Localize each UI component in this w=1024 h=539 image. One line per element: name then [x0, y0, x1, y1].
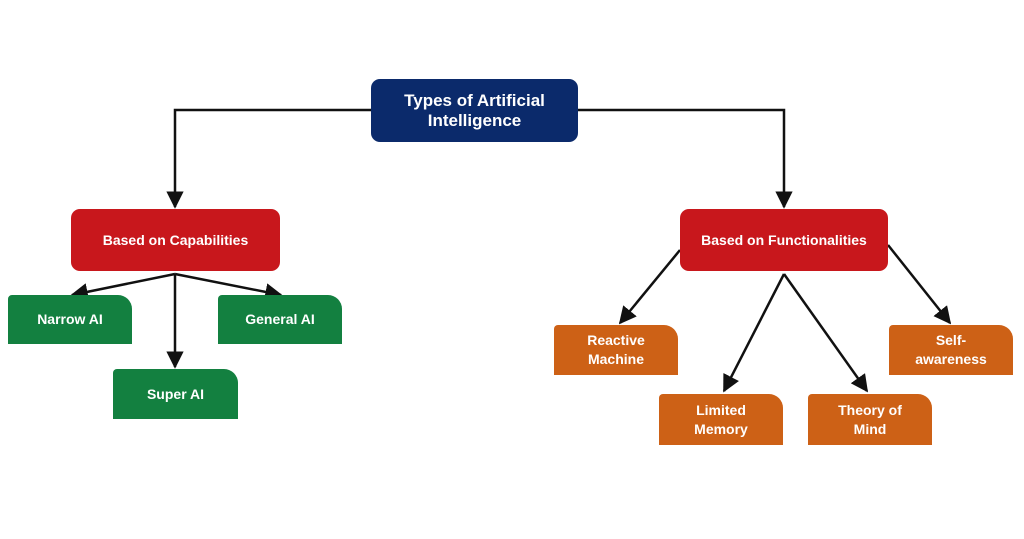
- theory-of-mind-node: Theory of Mind: [808, 394, 932, 445]
- reactive-machine-line1: Reactive: [587, 332, 645, 348]
- self-awareness-line1: Self-: [935, 332, 967, 348]
- general-ai-label: General AI: [245, 311, 315, 327]
- narrow-ai-label: Narrow AI: [37, 311, 103, 327]
- theory-of-mind-line1: Theory of: [838, 401, 902, 418]
- connector-functionalities-to-reactive-machine: [618, 249, 681, 325]
- connector-functionalities-to-theory-of-mind: [782, 273, 869, 393]
- self-awareness-node: Self- awareness: [889, 325, 1013, 375]
- connector-functionalities-to-limited-memory: [722, 273, 786, 393]
- connector-capabilities-to-general-ai: [174, 272, 283, 301]
- limited-memory-line2: Memory: [694, 420, 748, 437]
- capabilities-label: Based on Capabilities: [102, 232, 249, 248]
- functionalities-label: Based on Functionalities: [701, 232, 867, 248]
- connector-functionalities-to-self-awareness: [887, 244, 952, 325]
- self-awareness-line2: awareness: [915, 351, 987, 367]
- root-label-line2: Intelligence: [427, 110, 522, 130]
- super-ai-node: Super AI: [113, 369, 238, 419]
- narrow-ai-node: Narrow AI: [8, 295, 132, 344]
- general-ai-node: General AI: [218, 295, 342, 344]
- reactive-machine-node: Reactive Machine: [554, 325, 678, 375]
- functionalities-node: Based on Functionalities: [680, 209, 888, 271]
- limited-memory-node: Limited Memory: [659, 394, 783, 445]
- connector-root-to-functionalities: [578, 108, 793, 209]
- connector-root-to-capabilities: [166, 108, 371, 209]
- capabilities-node: Based on Capabilities: [71, 209, 280, 271]
- theory-of-mind-line2: Mind: [853, 420, 887, 437]
- reactive-machine-line2: Machine: [587, 351, 644, 367]
- root-label-line1: Types of Artificial: [404, 90, 545, 110]
- limited-memory-line1: Limited: [696, 401, 746, 418]
- root-node: Types of Artificial Intelligence: [371, 79, 578, 142]
- connector-capabilities-to-narrow-ai: [70, 272, 176, 301]
- super-ai-label: Super AI: [146, 385, 205, 402]
